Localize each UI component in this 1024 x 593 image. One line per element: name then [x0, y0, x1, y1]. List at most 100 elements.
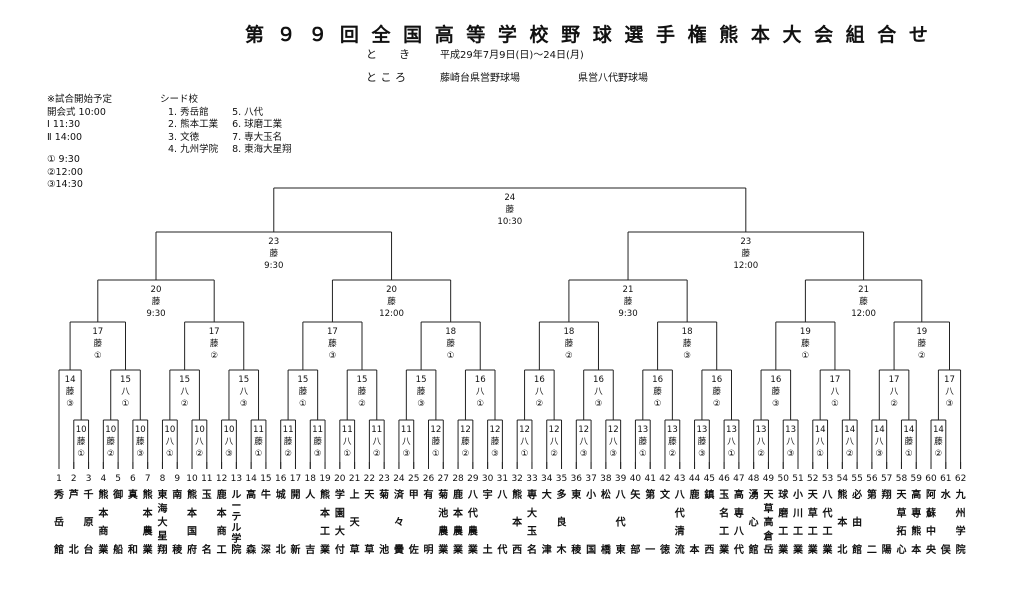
team-name-char: 北 [69, 543, 79, 556]
round1-match-label: ③ [609, 449, 617, 459]
round1-match-label: 12 [490, 425, 501, 435]
team-name-char: 名 [719, 506, 729, 519]
round1-match-label: 11 [371, 425, 382, 435]
round2-match-label: 八 [180, 387, 189, 397]
team-name-char: 々 [394, 517, 404, 529]
team-name-char: 業 [822, 543, 834, 556]
round1-match-label: 八 [579, 437, 588, 447]
team-name-char: 松 [601, 488, 611, 501]
team-name-char: 農 [468, 525, 479, 538]
team-name-char: 府 [187, 543, 197, 556]
round2-match-label: ② [713, 399, 721, 409]
team-number: 42 [659, 474, 670, 484]
team-name-char: 天 [350, 517, 361, 529]
team-name-char: 草 [763, 502, 773, 515]
team-name-char: 徳 [659, 543, 670, 556]
team-number: 48 [748, 474, 760, 484]
team-name-char: 院 [231, 543, 241, 556]
team-number: 39 [615, 474, 627, 484]
round2-match-label: 八 [945, 387, 954, 397]
team-name-char: 九 [955, 488, 966, 501]
team-name-char: 二 [867, 544, 877, 556]
team-name-char: 専 [734, 506, 744, 519]
semifinal-match-label: 23 [740, 237, 751, 247]
round2-match-label: 15 [297, 375, 308, 385]
seed-item: 1. 秀岳館 [168, 106, 209, 118]
team-name-char: 原 [84, 517, 94, 529]
team-number: 32 [511, 474, 522, 484]
team-name-char: 業 [452, 543, 464, 556]
team-name-char: 池 [379, 543, 389, 556]
round1-match-label: 11 [283, 425, 294, 435]
round2-match-label: 15 [179, 375, 190, 385]
quarterfinal-match-label: 藤 [152, 295, 161, 307]
team-name-char: 秀 [53, 488, 64, 501]
team-number: 44 [689, 474, 701, 484]
team-name-char: 本 [98, 506, 109, 519]
round2-match-label: 15 [416, 375, 427, 385]
quarterfinal-match-label: 12:00 [851, 309, 876, 319]
team-name-char: 草 [350, 543, 360, 556]
team-name-char: 熊 [911, 525, 921, 538]
team-name-char: 芦 [69, 488, 79, 501]
team-name-char: 台 [84, 543, 94, 556]
round1-match-label: ② [373, 449, 381, 459]
team-name-char: 農 [453, 525, 464, 538]
round3-match-label: 藤 [565, 337, 574, 349]
team-name-char: 小 [792, 488, 803, 501]
round2-match-label: ② [535, 399, 543, 409]
round1-match-label: 八 [372, 437, 381, 447]
round1-match-label: ① [816, 449, 824, 459]
team-number: 29 [467, 474, 479, 484]
team-number: 11 [201, 474, 212, 484]
team-name-char: 牛 [261, 488, 271, 501]
team-number: 45 [704, 474, 715, 484]
team-name-char: 稜 [571, 543, 582, 556]
round3-match-label: 藤 [917, 337, 926, 349]
team-number: 40 [630, 474, 642, 484]
team-name-char: 本 [187, 506, 198, 519]
round1-match-label: 12 [430, 425, 441, 435]
venue-fujisakidai: 藤崎台県営野球場 [440, 73, 520, 84]
team-number: 36 [571, 474, 583, 484]
team-name-char: 部 [630, 543, 640, 556]
round1-match-label: 14 [815, 425, 826, 435]
round1-match-label: ① [521, 449, 529, 459]
team-name-char: 工 [217, 545, 227, 556]
round2-match-label: 八 [476, 387, 485, 397]
round2-match-label: 17 [829, 375, 840, 385]
quarterfinal-match-label: 藤 [859, 295, 868, 307]
round1-match-label: 八 [727, 437, 736, 447]
seed-item: 8. 東海大星翔 [232, 144, 292, 155]
round3-match-label: 藤 [328, 337, 337, 349]
round2-match-label: 15 [120, 375, 131, 385]
round1-match-label: 藤 [905, 435, 914, 447]
round1-match-label: 11 [253, 425, 264, 435]
team-name-char: 心 [749, 517, 759, 529]
schedule-legend: ※試合開始予定 開会式 10:00 Ⅰ 11:30 Ⅱ 14:00 ① 9:30… [47, 94, 112, 192]
round2-match-label: ② [358, 399, 366, 409]
round1-match-label: 八 [225, 437, 234, 447]
round1-match-label: 藤 [313, 435, 322, 447]
round3-match-label: 藤 [801, 337, 810, 349]
team-number: 51 [792, 474, 803, 484]
team-name-char: 国 [187, 526, 197, 538]
team-name-char: 西 [512, 544, 522, 556]
team-name-char: 新 [290, 543, 300, 556]
team-number: 41 [644, 474, 655, 484]
team-name-char: 業 [97, 543, 109, 556]
team-name-char: 明 [424, 544, 434, 556]
round2-match-label: 16 [475, 375, 486, 385]
seed-item: 6. 球磨工業 [232, 119, 283, 130]
team-name-char: 八 [822, 489, 834, 501]
team-name-char: 院 [956, 543, 966, 556]
round1-match-label: 13 [696, 425, 707, 435]
round2-match-label: 藤 [299, 385, 308, 397]
team-name-char: 鹿 [690, 488, 700, 501]
team-name-char: 高 [734, 488, 744, 501]
team-name-char: 森 [245, 543, 257, 556]
round1-match-label: 10 [194, 425, 205, 435]
team-name-char: テ [231, 511, 241, 523]
team-name-char: 熊 [837, 488, 847, 501]
team-name-char: 俣 [940, 543, 952, 556]
